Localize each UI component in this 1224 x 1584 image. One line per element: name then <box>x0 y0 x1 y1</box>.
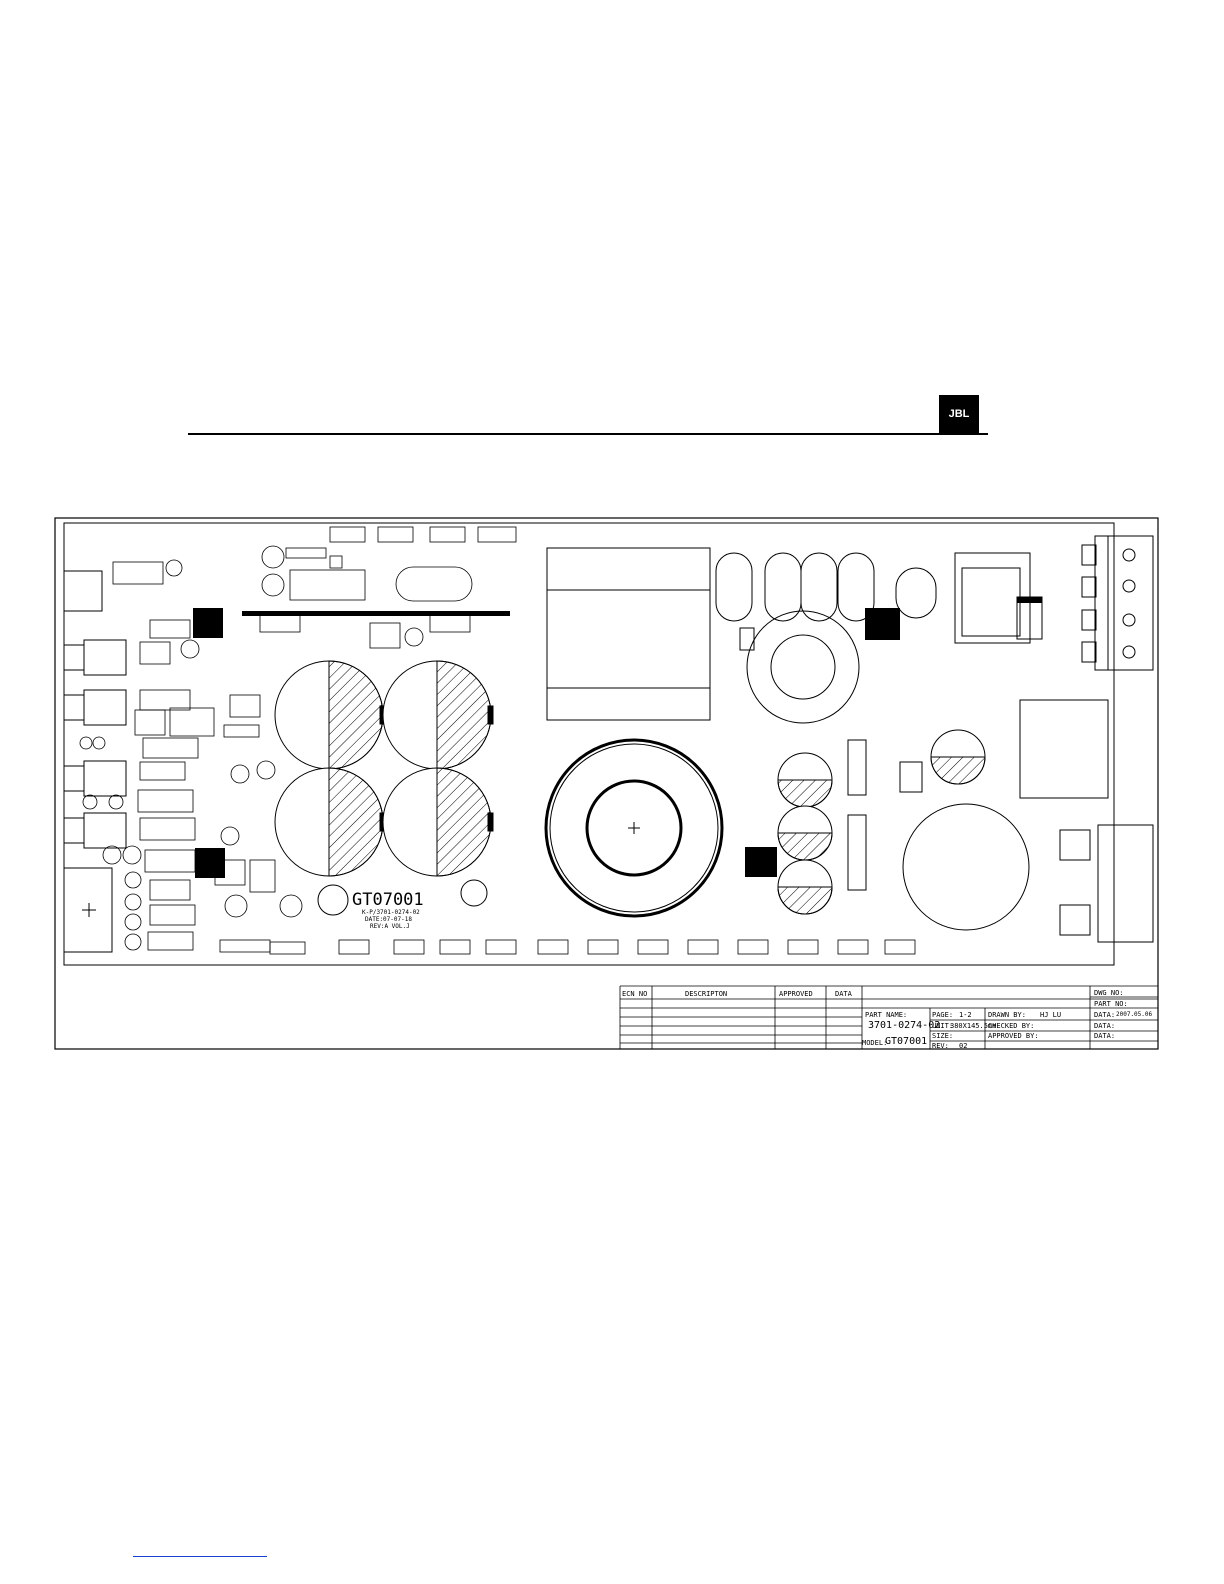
tb-rev-value: 02 <box>959 1042 967 1050</box>
small-cap-u2 <box>461 880 487 906</box>
toroid-transformer <box>546 740 722 916</box>
tb-checked-label: CHECKED BY: <box>988 1022 1034 1030</box>
input-jacks <box>64 571 126 952</box>
bus-bar <box>242 611 510 616</box>
tb-approved-by-label: APPROVED BY: <box>988 1032 1039 1040</box>
footer-link-underline[interactable] <box>133 1556 267 1557</box>
tb-model-value: GT07001 <box>885 1036 927 1047</box>
tb-part-name-label: PART NAME: <box>865 1011 907 1019</box>
transformer-block <box>547 548 710 720</box>
board-part-label: K-P/3701-0274-02 <box>362 909 420 916</box>
tb-data3-label: DATA: <box>1094 1032 1115 1040</box>
small-cap-l1 <box>318 885 348 915</box>
tb-part-name-value: 3701-0274-02 <box>868 1020 940 1031</box>
relay-blocks <box>848 553 1042 890</box>
filter-capacitors <box>275 661 493 876</box>
top-components <box>260 527 516 648</box>
relay-dark-stripe <box>1017 597 1042 603</box>
tb-page-value: 1-2 <box>959 1011 972 1019</box>
tb-data1-label: DATA: <box>1094 1011 1115 1019</box>
board-model-label: GT07001 <box>352 890 424 910</box>
bottom-connectors <box>339 940 915 954</box>
tb-page-label: PAGE: <box>932 1011 953 1019</box>
oval-capacitors <box>716 553 936 650</box>
tb-drawn-label: DRAWN BY: <box>988 1011 1026 1019</box>
tb-ecn-header: ECN NO <box>622 990 647 998</box>
tb-data2-label: DATA: <box>1094 1022 1115 1030</box>
tb-data-header: DATA <box>835 990 852 998</box>
tb-data1-value: 2007.05.06 <box>1116 1011 1152 1018</box>
drawing-frame <box>55 518 1158 1049</box>
large-cap-right <box>903 804 1029 930</box>
tb-approved-header: APPROVED <box>779 990 813 998</box>
tb-size-label: SIZE: <box>932 1032 953 1040</box>
output-capacitors <box>778 730 985 914</box>
tb-part-no-label: PART NO: <box>1094 1000 1128 1008</box>
tb-model-label: MODEL: <box>862 1039 887 1047</box>
tb-rev-label: REV: <box>932 1042 949 1050</box>
tb-description-header: DESCRIPTON <box>685 990 727 998</box>
board-date-label: DATE:07-07-18 <box>365 916 412 923</box>
output-inductor <box>747 611 859 723</box>
output-connector <box>1082 536 1153 670</box>
board-rev-label: REV:A VOL.J <box>370 923 410 930</box>
tb-drawn-value: HJ LU <box>1040 1011 1061 1019</box>
power-connector <box>1020 700 1153 942</box>
tb-dwg-label: DWG NO: <box>1094 989 1124 997</box>
